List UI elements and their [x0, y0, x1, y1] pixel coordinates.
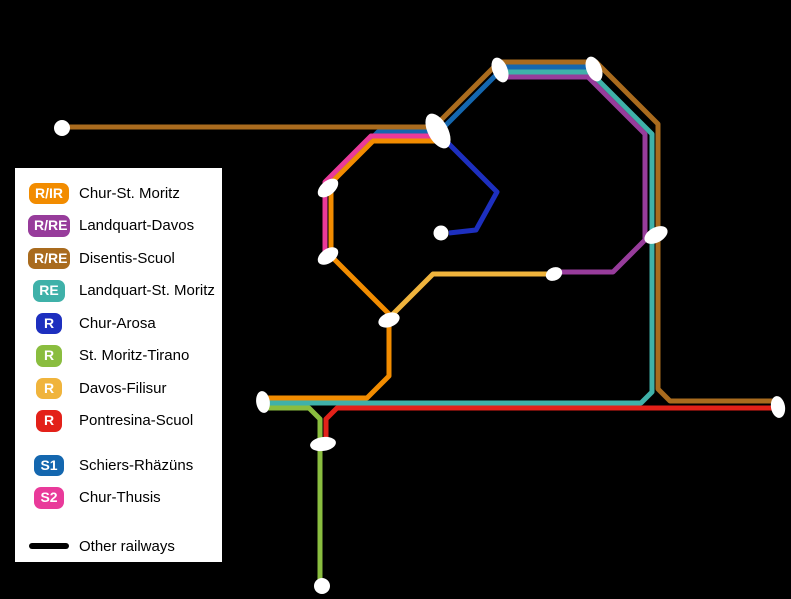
legend-item: RE Landquart-St. Moritz [28, 275, 222, 308]
legend-item-label: Davos-Filisur [79, 379, 167, 397]
route-badge: R [36, 377, 62, 399]
station-marker-1 [54, 120, 70, 136]
station-marker-11 [256, 391, 270, 413]
route-line-disentis-scuol [66, 59, 774, 404]
legend-item-label: Other railways [79, 537, 175, 555]
route-badge: R [36, 312, 62, 334]
station-marker-9 [378, 312, 400, 328]
route-line-pontresina-scuol [323, 405, 773, 447]
legend-item: R Pontresina-Scuol [28, 405, 222, 438]
legend-item-label: St. Moritz-Tirano [79, 347, 190, 365]
railway-line-swatch [29, 543, 69, 550]
station-marker-3 [491, 57, 509, 83]
route-badge-col: R/IR [28, 182, 70, 204]
route-line-landquart-st-moritz [267, 69, 655, 406]
legend-item-label: Schiers-Rhäzüns [79, 456, 194, 474]
route-badge-col: R [28, 410, 70, 432]
legend-item: R Davos-Filisur [28, 372, 222, 405]
route-badge-col: R [28, 312, 70, 334]
route-badge: S1 [34, 454, 64, 476]
route-badge-col: R [28, 345, 70, 367]
legend-item: R/RE Disentis-Scuol [28, 242, 222, 275]
route-badge: RE [33, 280, 65, 302]
legend-item-label: Landquart-St. Moritz [79, 282, 215, 300]
legend-item: R/IR Chur-St. Moritz [28, 177, 222, 210]
station-marker-6 [317, 247, 339, 265]
legend-item-label: Chur-Arosa [79, 314, 156, 332]
route-badge-col: R/RE [28, 215, 70, 237]
route-line-chur-arosa [442, 137, 500, 236]
route-line-davos-filisur [390, 271, 550, 317]
station-marker-10 [433, 225, 449, 241]
legend-item-label: Chur-St. Moritz [79, 184, 180, 202]
station-marker-14 [314, 578, 330, 594]
station-marker-5 [317, 178, 339, 198]
legend-item-label: Chur-Thusis [79, 489, 161, 507]
station-marker-4 [585, 56, 603, 82]
legend-item: R St. Moritz-Tirano [28, 340, 222, 373]
station-marker-12 [310, 436, 336, 452]
route-badge-col: S2 [28, 487, 70, 509]
route-badge: R [36, 410, 62, 432]
route-badge: R/RE [28, 247, 70, 269]
legend-item: Other railways [28, 530, 222, 563]
legend-item-label: Landquart-Davos [79, 217, 195, 235]
route-badge-col: RE [28, 280, 70, 302]
route-badge-col: R [28, 377, 70, 399]
legend-item: S1 Schiers-Rhäzüns [28, 449, 222, 482]
station-marker-8 [545, 267, 563, 281]
route-line-st-moritz-tirano [266, 405, 323, 586]
legend-item: R Chur-Arosa [28, 307, 222, 340]
route-badge: R/IR [29, 182, 69, 204]
route-badge: R [36, 345, 62, 367]
route-line-chur-thusis [322, 133, 441, 258]
route-badge: S2 [34, 487, 64, 509]
station-marker-13 [770, 396, 786, 418]
route-badge-col: R/RE [28, 247, 70, 269]
other-railways-swatch [28, 543, 70, 550]
legend-item-label: Disentis-Scuol [79, 249, 175, 267]
route-badge-col: S1 [28, 454, 70, 476]
station-marker-2 [425, 113, 451, 149]
legend-item-label: Pontresina-Scuol [79, 412, 194, 430]
legend-item: R/RE Landquart-Davos [28, 210, 222, 243]
station-marker-7 [644, 226, 668, 244]
route-badge: R/RE [28, 215, 70, 237]
route-line-chur-st-moritz [266, 138, 441, 401]
route-line-landquart-davos [501, 74, 648, 275]
legend-item: S2 Chur-Thusis [28, 482, 222, 515]
